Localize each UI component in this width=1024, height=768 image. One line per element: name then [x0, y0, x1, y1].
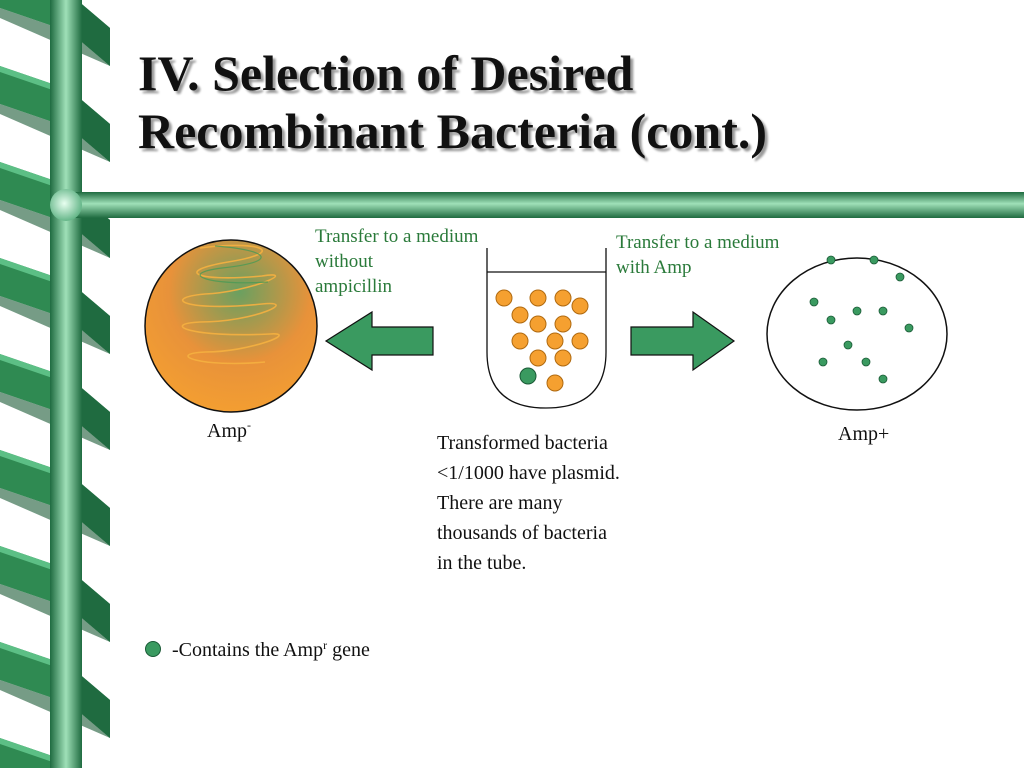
left-plate: [144, 239, 318, 413]
bacterium-orange: [495, 289, 513, 307]
colony: [852, 306, 862, 316]
arrow-left: [324, 310, 434, 372]
title-line-2: Recombinant Bacteria (cont.): [138, 103, 768, 159]
legend-text: -Contains the Ampr gene: [172, 638, 370, 661]
bacterium-orange: [529, 289, 547, 307]
colony: [869, 255, 879, 265]
bacterium-orange: [546, 332, 564, 350]
bacterium-orange: [546, 374, 564, 392]
tube-caption: Transformed bacteria <1/1000 have plasmi…: [437, 432, 620, 574]
colony: [861, 357, 871, 367]
bacterium-orange: [554, 315, 572, 333]
bacterial-lawn-squiggle: [181, 244, 280, 365]
divider-knob: [50, 189, 82, 221]
bacterium-orange: [571, 332, 589, 350]
right-plate: [766, 255, 948, 411]
label-amp-minus: Amp-: [207, 418, 251, 442]
colony: [818, 357, 828, 367]
colony: [904, 323, 914, 333]
bacterium-orange: [571, 297, 589, 315]
divider-bar: [60, 192, 1024, 218]
colony: [878, 374, 888, 384]
bacterium-green: [519, 367, 537, 385]
arrow-right: [630, 310, 736, 372]
legend-green-dot: [145, 641, 161, 657]
title-line-1: IV. Selection of Desired: [138, 45, 634, 101]
label-transfer-without-amp: Transfer to a medium without ampicillin: [315, 226, 479, 297]
bacterium-orange: [511, 306, 529, 324]
colony: [895, 272, 905, 282]
colony: [809, 297, 819, 307]
tube-bacteria: [495, 289, 589, 392]
label-amp-plus: Amp+: [838, 423, 890, 445]
colony: [843, 340, 853, 350]
bacterium-orange: [529, 349, 547, 367]
ribbon-pole: [50, 0, 82, 768]
colony: [826, 255, 836, 265]
colony: [826, 315, 836, 325]
test-tube: [486, 248, 607, 409]
bacterium-orange: [511, 332, 529, 350]
bacterium-orange: [554, 289, 572, 307]
bacterium-orange: [554, 349, 572, 367]
label-transfer-with-amp: Transfer to a medium with Amp: [616, 232, 780, 278]
colony: [878, 306, 888, 316]
bacterium-orange: [529, 315, 547, 333]
page-title: IV. Selection of Desired Recombinant Bac…: [138, 44, 767, 160]
